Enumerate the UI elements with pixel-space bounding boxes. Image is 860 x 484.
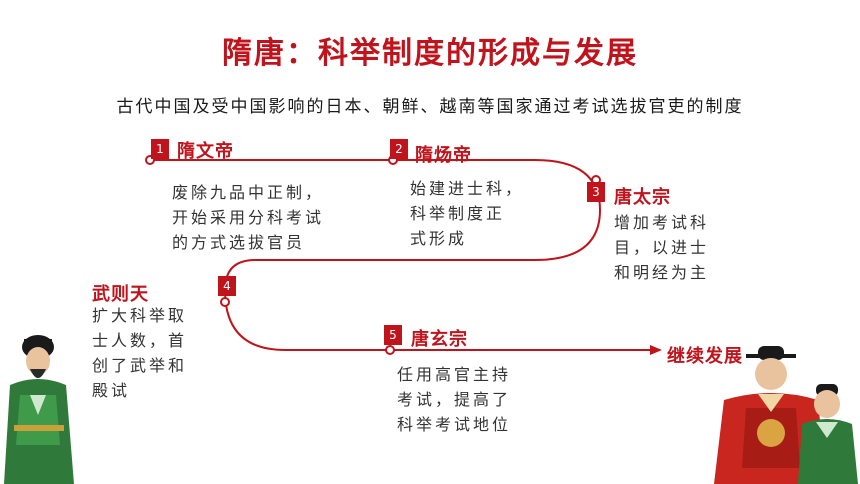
desc-line: 开始采用分科考试 — [172, 208, 325, 227]
continue-development-label: 继续发展 — [667, 346, 743, 367]
emperor-name-2: 隋炀帝 — [415, 145, 472, 166]
step-desc-1: 废除九品中正制， 开始采用分科考试 的方式选拔官员 — [172, 180, 324, 255]
definition-text: 古代中国及受中国影响的日本、朝鲜、越南等国家通过考试选拔官吏的制度 — [116, 97, 744, 117]
desc-line: 士人数，首 — [92, 331, 188, 350]
desc-line: 的方式选拔官员 — [172, 233, 306, 252]
desc-line: 殿试 — [92, 381, 131, 400]
desc-line: 目，以进士 — [614, 238, 710, 257]
timeline-dot-5 — [385, 345, 395, 355]
desc-line: 增加考试科 — [614, 213, 710, 232]
official-figure-left-icon — [4, 335, 74, 484]
step-number-5: 5 — [384, 325, 402, 345]
step-number-1: 1 — [151, 139, 169, 159]
step-number-3: 3 — [587, 182, 605, 202]
desc-line: 任用高官主持 — [397, 365, 512, 384]
timeline-dot-4 — [220, 297, 230, 307]
emperor-name-1: 隋文帝 — [177, 141, 234, 162]
desc-line: 科举制度正 — [410, 204, 506, 223]
desc-line: 始建进士科， — [410, 179, 525, 198]
step-desc-2: 始建进士科， 科举制度正 式形成 — [410, 176, 524, 251]
step-number-4: 4 — [218, 276, 236, 296]
desc-line: 废除九品中正制， — [172, 183, 325, 202]
officials-figure-right-icon — [714, 346, 858, 484]
step-number-2: 2 — [390, 139, 408, 159]
desc-line: 考试，提高了 — [397, 390, 512, 409]
emperor-name-3: 唐太宗 — [614, 187, 671, 208]
desc-line: 科举考试地位 — [397, 415, 512, 434]
emperor-name-4: 武则天 — [92, 284, 149, 305]
desc-line: 创了武举和 — [92, 356, 188, 375]
step-desc-4: 扩大科举取 士人数，首 创了武举和 殿试 — [92, 303, 187, 403]
desc-line: 扩大科举取 — [92, 306, 188, 325]
desc-line: 式形成 — [410, 229, 468, 248]
step-desc-5: 任用高官主持 考试，提高了 科举考试地位 — [397, 362, 511, 437]
desc-line: 和明经为主 — [614, 263, 710, 282]
page-title: 隋唐：科举制度的形成与发展 — [222, 36, 638, 71]
emperor-name-5: 唐玄宗 — [411, 329, 468, 350]
step-desc-3: 增加考试科 目，以进士 和明经为主 — [614, 210, 709, 285]
